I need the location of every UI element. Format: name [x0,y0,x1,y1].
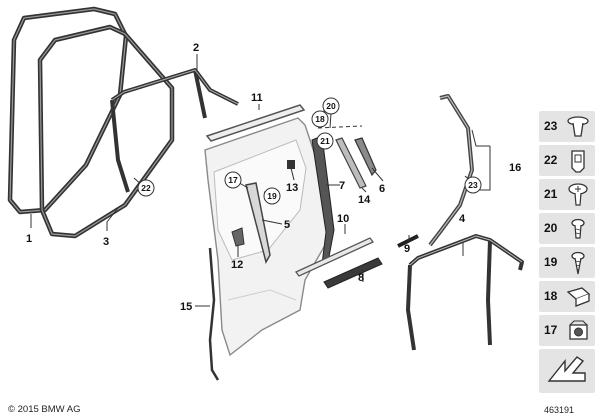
window-seal-frame [406,234,524,351]
callout-15: 15 [180,301,192,313]
spring-nut-icon [566,287,591,307]
cage-nut-icon [569,320,588,340]
expanding-rivet-small-icon [571,218,585,239]
callout-16: 16 [509,162,521,174]
legend-number: 22 [544,153,558,167]
circled-callout-18: 18 [311,110,329,128]
window-channel [245,182,271,264]
legend-item-23: 23 [539,111,595,142]
svg-text:22: 22 [141,183,151,193]
circled-callout-17: 17 [224,171,242,189]
legend-item-arrow [539,349,595,393]
clip-nut-icon [571,150,585,173]
legend-item-17: 17 [539,315,595,346]
legend-number: 23 [544,119,558,133]
svg-text:19: 19 [267,191,277,201]
expanding-rivet-icon [567,116,589,137]
legend-number: 17 [544,323,558,337]
legend-number: 21 [544,187,558,201]
door-seal-outer [7,6,129,215]
callout-1: 1 [26,233,32,245]
circled-callout-20: 20 [322,97,340,115]
upper-frame-strip [205,104,306,142]
svg-text:17: 17 [228,175,238,185]
rear-pillar-strip [354,137,377,177]
circled-callout-19: 19 [263,187,281,205]
callout-8: 8 [358,272,364,284]
svg-text:21: 21 [320,136,330,146]
bracket [287,160,295,169]
svg-text:20: 20 [326,101,336,111]
callout-14: 14 [358,194,371,206]
legend-item-19: 19 [539,247,595,278]
circled-callout-21: 21 [316,132,334,150]
legend-item-20: 20 [539,213,595,244]
callout-13: 13 [286,182,298,194]
callout-4: 4 [459,213,466,225]
callout-11: 11 [251,92,263,104]
belt-seal [323,257,383,289]
legend-item-22: 22 [539,145,595,176]
callout-7: 7 [339,180,345,192]
legend-number: 20 [544,221,558,235]
door-edge-trim [208,247,220,381]
callout-3: 3 [103,236,109,248]
callout-9: 9 [404,243,410,255]
self-tapping-screw-icon [571,251,585,275]
direction-arrow-icon [547,356,586,382]
small-strip [397,234,419,248]
svg-text:18: 18 [315,114,325,124]
copyright-text: © 2015 BMW AG [8,404,81,415]
callout-10: 10 [337,213,349,225]
curved-seal [428,94,474,247]
callout-12: 12 [231,259,243,271]
legend-item-21: 21 [539,179,595,210]
legend-number: 19 [544,255,558,269]
legend-item-18: 18 [539,281,595,312]
circled-callout-22: 22 [137,179,155,197]
door-seal-inner [37,24,175,239]
svg-text:23: 23 [468,180,478,190]
fillister-screw-icon [568,183,588,206]
lower-bracket [231,227,245,247]
circled-callout-23: 23 [464,176,482,194]
diagram-id: 463191 [544,405,575,415]
legend-number: 18 [544,289,558,303]
callout-6: 6 [379,183,385,195]
callout-2: 2 [193,42,199,54]
belt-trim [294,237,375,277]
callout-5: 5 [284,219,290,231]
rear-pillar-strip-inner [335,137,367,189]
